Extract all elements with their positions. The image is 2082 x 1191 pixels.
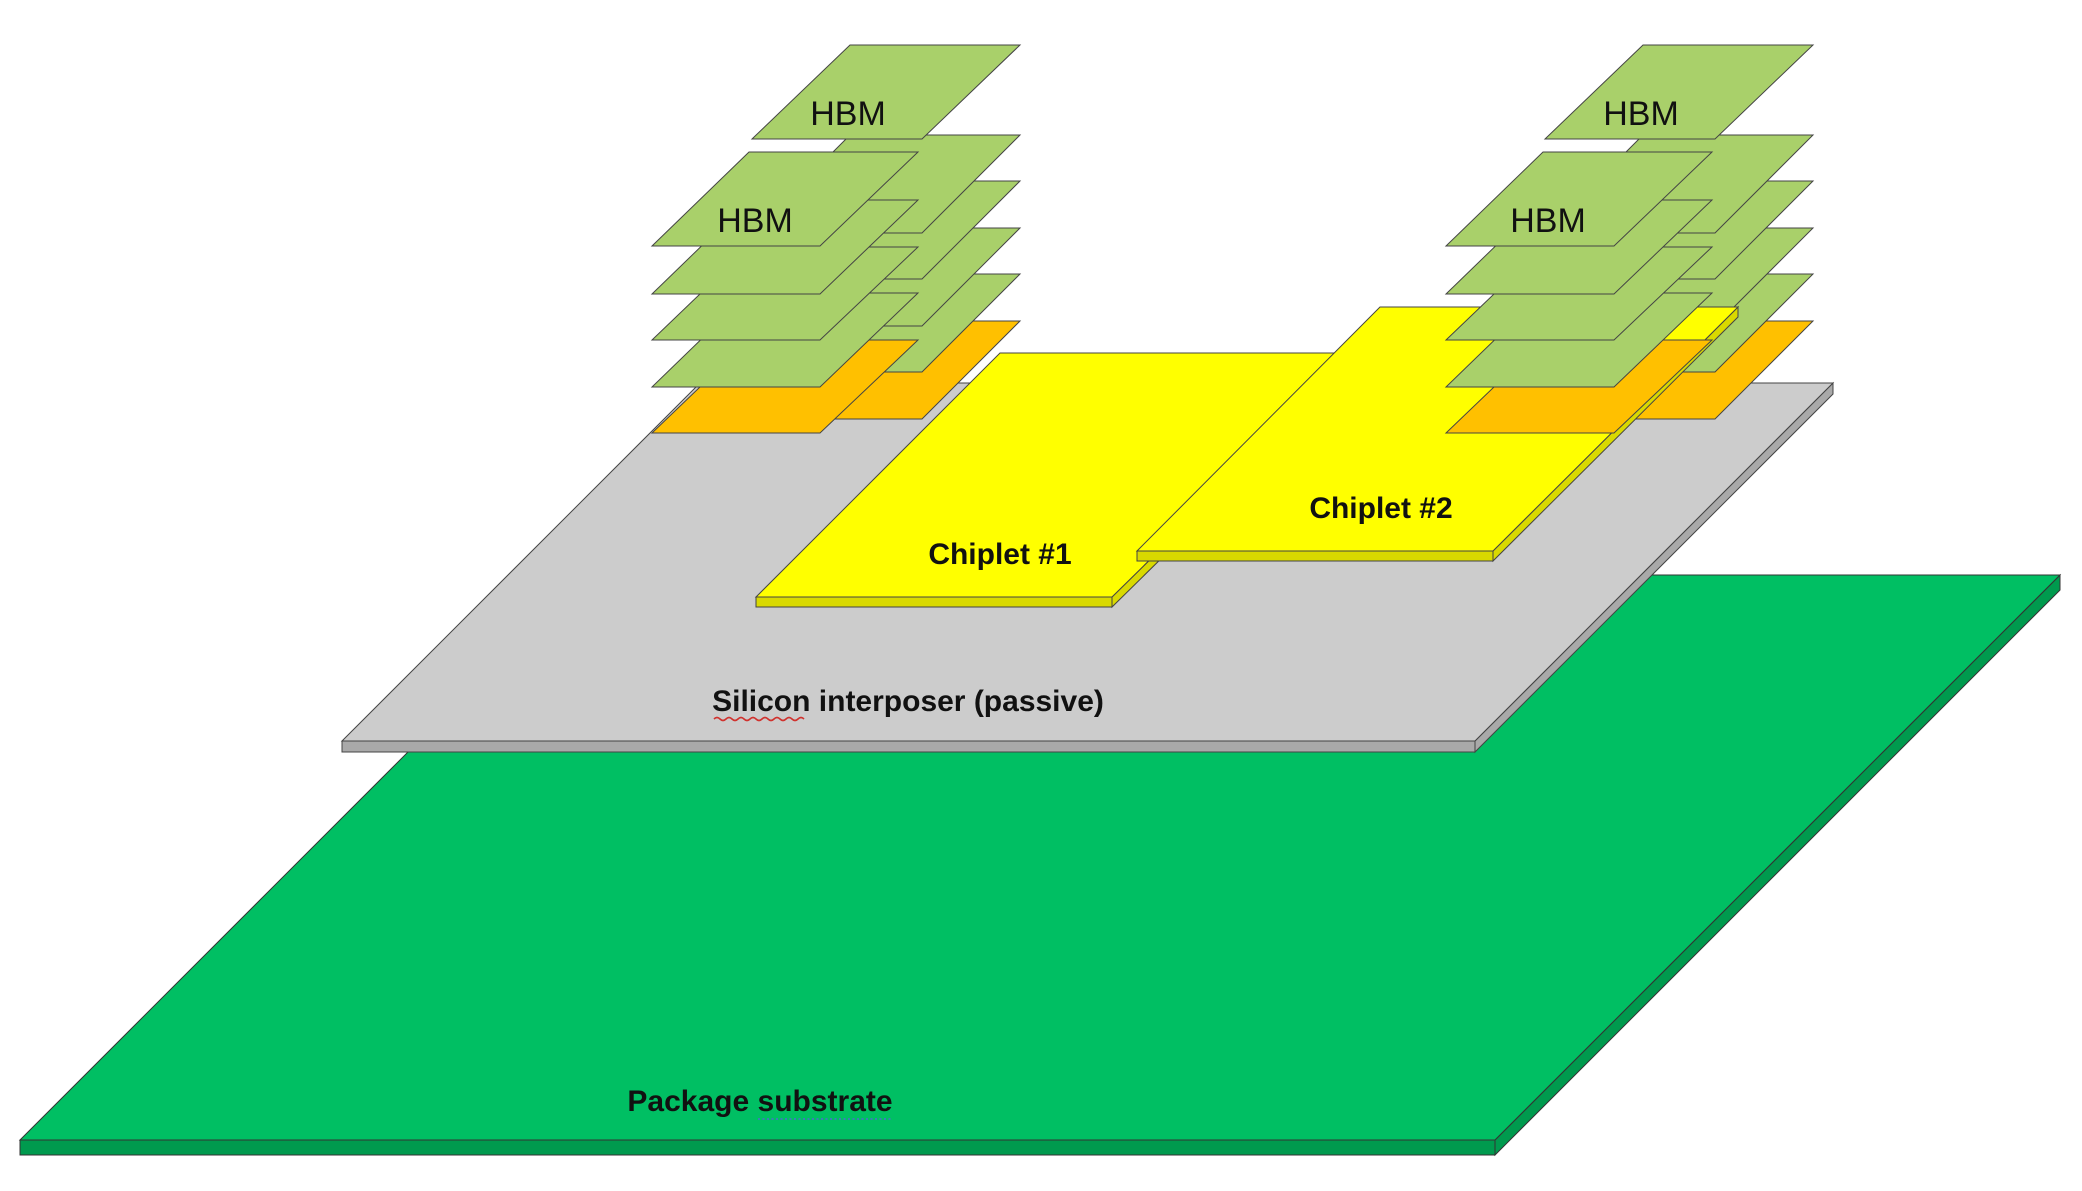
hbm-front-right-label: HBM — [1510, 202, 1586, 240]
substrate-front-edge — [19, 1139, 1496, 1156]
chiplet-2-label: Chiplet #2 — [1309, 492, 1452, 525]
hbm-stack-front-left: HBM — [650, 151, 920, 434]
chiplet-1-label: Chiplet #1 — [928, 538, 1071, 571]
hbm-front-left-label: HBM — [717, 202, 793, 240]
interposer-label: Silicon interposer (passive) — [712, 685, 1104, 718]
substrate-label: Package substrate — [627, 1085, 892, 1118]
hbm-back-right-label: HBM — [1603, 95, 1679, 133]
chiplet-2-front-edge — [1136, 550, 1494, 562]
chiplet-1-front-edge — [755, 596, 1113, 608]
hbm-back-right-die-top — [1543, 44, 1815, 140]
interposer-label-group: Silicon interposer (passive) — [712, 685, 1104, 722]
substrate-label-group: Package substrate — [627, 1085, 893, 1120]
hbm-front-left-die-top — [650, 151, 920, 247]
interposer-front-edge — [341, 740, 1476, 753]
spellcheck-squiggle-icon — [713, 716, 805, 722]
hbm-back-left-die-top — [750, 44, 1022, 140]
hbm-back-left-label: HBM — [810, 95, 886, 133]
hbm-front-right-die-top — [1444, 151, 1714, 247]
hbm-stack-front-right: HBM — [1444, 151, 1714, 434]
